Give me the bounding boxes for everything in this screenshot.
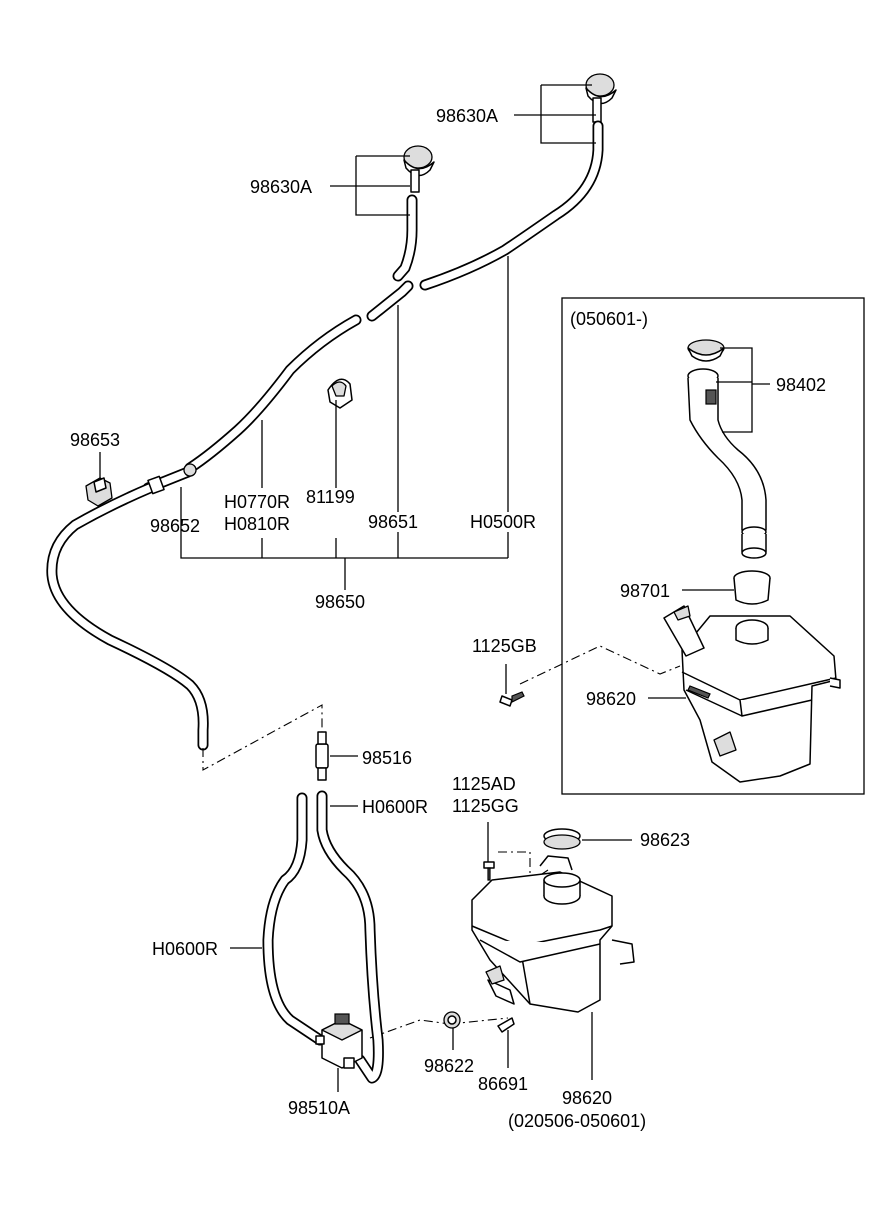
label-98630a-left: 98630A <box>250 177 312 197</box>
nozzle-right <box>585 73 617 123</box>
label-98620-new: 98620 <box>586 689 636 709</box>
part-labels: 98630A 98630A 98653 98652 H0770R H0810R … <box>70 106 826 1131</box>
pump-98510a <box>315 1013 363 1069</box>
alignment-lines <box>202 645 681 1039</box>
label-98630a-right: 98630A <box>436 106 498 126</box>
connector-98652 <box>147 463 197 495</box>
bolt-86691 <box>497 1017 515 1033</box>
label-98620-old: 98620 <box>562 1088 612 1108</box>
lower-hoses <box>262 790 384 1084</box>
label-86691: 86691 <box>478 1074 528 1094</box>
label-81199: 81199 <box>306 487 355 507</box>
label-h0810r: H0810R <box>224 514 290 534</box>
inset-box <box>561 297 865 795</box>
label-1125ad: 1125AD <box>452 774 516 794</box>
nozzle-left <box>403 145 435 193</box>
label-h0600r-right: H0600R <box>362 797 428 817</box>
upper-leaders <box>99 84 596 807</box>
label-98652: 98652 <box>150 516 200 536</box>
grommet-98653 <box>85 477 113 507</box>
label-98516: 98516 <box>362 748 412 768</box>
seal-98701 <box>733 570 771 605</box>
label-98653: 98653 <box>70 430 120 450</box>
label-h0500r: H0500R <box>470 512 536 532</box>
bolt-1125gb <box>499 691 525 707</box>
grommet-98622 <box>443 1011 461 1029</box>
label-98510a: 98510A <box>288 1098 350 1118</box>
clip-81199 <box>327 378 353 409</box>
label-98623: 98623 <box>640 830 690 850</box>
label-98650: 98650 <box>315 592 365 612</box>
joint-98516 <box>315 731 329 781</box>
label-inset-dates: (050601-) <box>570 309 648 329</box>
label-98402: 98402 <box>776 375 826 395</box>
upper-hoses <box>46 120 604 751</box>
lower-leaders <box>230 822 632 1092</box>
reservoir-98620-old <box>471 855 635 1013</box>
label-98620-old-dates: (020506-050601) <box>508 1111 646 1131</box>
label-h0770r: H0770R <box>224 492 290 512</box>
label-h0600r-left: H0600R <box>152 939 218 959</box>
cap-98623 <box>543 828 581 850</box>
filler-98402 <box>687 339 767 559</box>
bolt-1125ad <box>483 861 495 881</box>
label-98622: 98622 <box>424 1056 474 1076</box>
label-98651: 98651 <box>368 512 418 532</box>
label-98701: 98701 <box>620 581 670 601</box>
label-1125gb: 1125GB <box>472 636 537 656</box>
reservoir-98620-new <box>663 605 841 783</box>
inset-leaders <box>505 347 770 699</box>
label-1125gg: 1125GG <box>452 796 519 816</box>
